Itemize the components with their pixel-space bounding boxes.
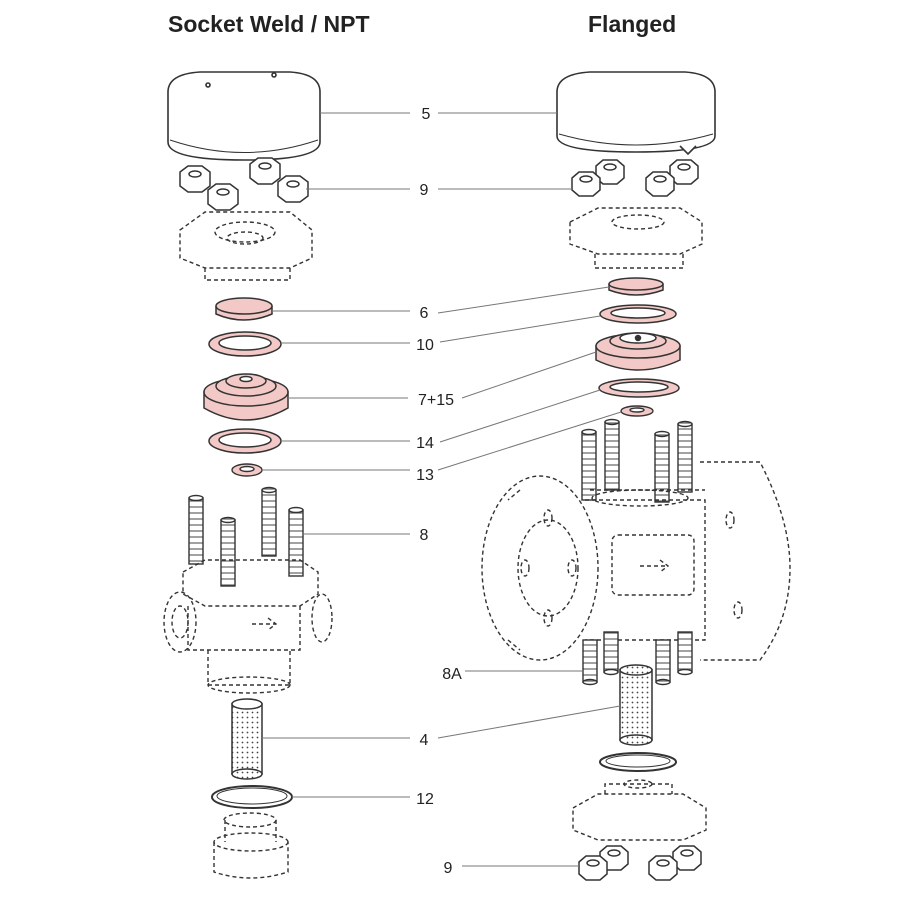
stud <box>654 430 670 503</box>
heading-socket-weld-npt: Socket Weld / NPT <box>168 11 370 37</box>
nuts-top-right <box>571 159 699 197</box>
small-ring-13-right <box>620 405 654 417</box>
callout-9-top: 9 <box>420 182 429 199</box>
nut <box>578 855 608 881</box>
nut <box>648 855 678 881</box>
cap-right <box>556 71 716 156</box>
small-ring-13-left <box>231 463 263 477</box>
nut <box>277 175 309 203</box>
stud <box>261 486 277 557</box>
callout-4: 4 <box>420 732 429 749</box>
nut <box>179 165 211 193</box>
gasket-ring-10-right <box>599 304 677 324</box>
leader-lines <box>262 112 622 867</box>
gasket-6-right <box>608 277 664 296</box>
studs-8a-right <box>582 631 693 686</box>
nut <box>645 171 675 197</box>
cap-left <box>167 71 321 161</box>
cover-right-dashed <box>569 207 703 269</box>
bottom-cover-right-dashed <box>572 779 707 841</box>
nuts-top-left <box>179 157 309 211</box>
stud <box>655 639 671 686</box>
callout-12: 12 <box>416 791 434 808</box>
callout-5: 5 <box>422 106 431 123</box>
gasket-12-left <box>211 785 293 809</box>
gasket-12-right <box>599 752 677 772</box>
valve-body-left-dashed <box>163 559 333 694</box>
nut <box>249 157 281 185</box>
diaphragm-7-15-left <box>203 373 289 421</box>
valve-body-flanged-dashed <box>481 461 791 661</box>
gasket-6-left <box>215 297 273 321</box>
nut <box>595 159 625 185</box>
nut <box>571 171 601 197</box>
diaphragm-7-15-right <box>595 332 681 371</box>
stud <box>677 631 693 676</box>
callout-8a: 8A <box>442 666 462 683</box>
stud <box>582 639 598 686</box>
callout-7-15: 7+15 <box>418 392 454 409</box>
cover-left-dashed <box>179 211 313 281</box>
screen-4-left <box>231 698 263 780</box>
seat-ring-14-left <box>208 428 282 454</box>
nut <box>669 159 699 185</box>
stud <box>288 506 304 577</box>
studs-8-right <box>581 418 693 503</box>
callout-10: 10 <box>416 337 434 354</box>
nuts-bottom-right <box>578 845 702 881</box>
stud <box>188 494 204 565</box>
callout-6: 6 <box>420 305 429 322</box>
callout-14: 14 <box>416 435 434 452</box>
heading-flanged: Flanged <box>588 11 677 37</box>
callout-labels: 5 9 6 10 7+15 14 13 8 8A 4 12 9 <box>416 106 462 877</box>
stud <box>603 631 619 676</box>
nut <box>207 183 239 211</box>
plug-left-dashed <box>213 812 289 879</box>
screen-4-right <box>619 664 653 746</box>
studs-8-left <box>188 486 304 587</box>
stud <box>220 516 236 587</box>
callout-8: 8 <box>420 527 429 544</box>
stud <box>604 418 620 491</box>
stud <box>677 420 693 493</box>
seat-ring-14-right <box>598 378 680 398</box>
callout-13: 13 <box>416 467 434 484</box>
gasket-ring-10-left <box>208 331 282 357</box>
callout-9-bottom: 9 <box>444 860 453 877</box>
